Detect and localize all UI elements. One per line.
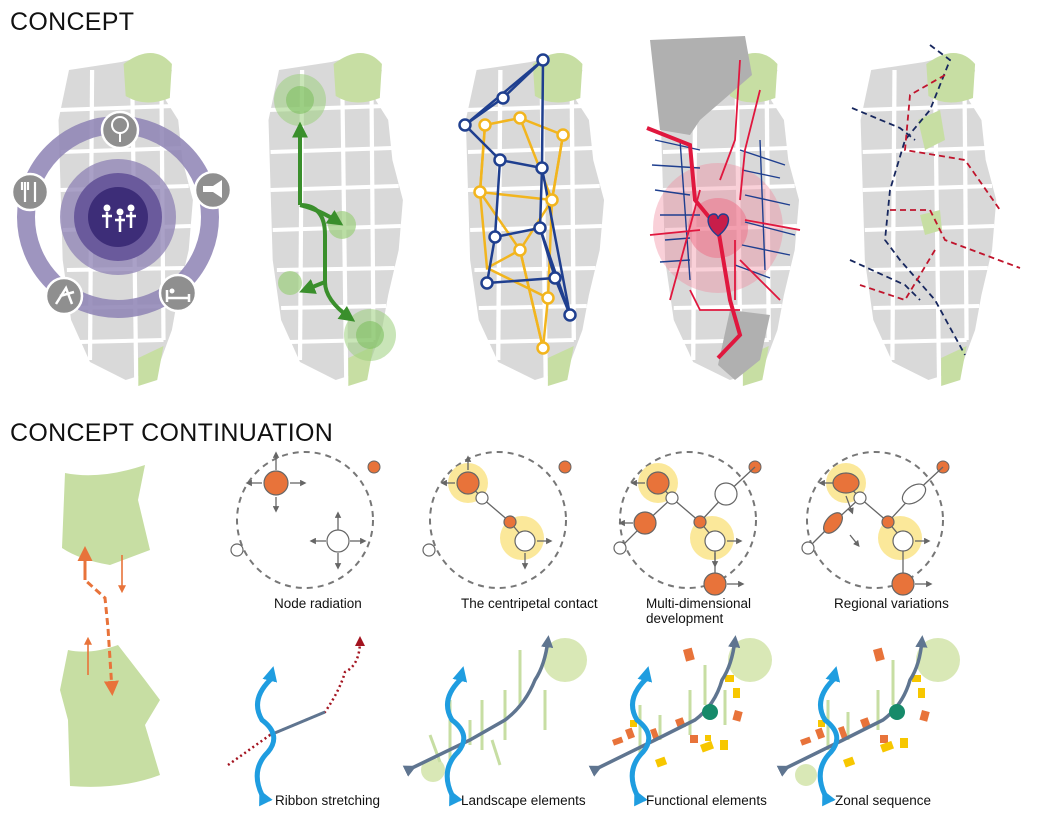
activity-icon (44, 276, 84, 316)
concept-map-road-heart (646, 36, 800, 386)
tree-icon (100, 110, 140, 150)
concept-map-service-ring (10, 53, 233, 386)
caption-node-radiation: Node radiation (274, 596, 362, 611)
diagram-functional-elements (588, 635, 772, 807)
heart-icon (707, 213, 730, 237)
caption-multi-dimensional: Multi-dimensional development (646, 596, 751, 626)
concept-map-dashed-routes (849, 44, 1021, 386)
heading-concept: CONCEPT (10, 8, 135, 36)
diagram-centripetal-contact (422, 451, 572, 589)
diagram-node-radiation (230, 451, 381, 589)
diagram-landscape-elements (402, 635, 587, 807)
caption-functional-elements: Functional elements (646, 793, 767, 808)
concept-map-green-route (269, 53, 403, 386)
caption-centripetal-contact: The centripetal contact (461, 596, 598, 611)
caption-multi-line1: Multi-dimensional (646, 596, 752, 611)
concept-map-node-network (458, 53, 605, 386)
caption-multi-line2: development (646, 611, 724, 626)
diagram-zonal-sequence (776, 635, 960, 807)
continuation-green-link (60, 465, 160, 787)
bed-icon (158, 273, 198, 313)
diagram-regional-variations (801, 451, 950, 596)
diagram-ribbon-stretching (227, 636, 365, 807)
caption-zonal-sequence: Zonal sequence (835, 793, 932, 808)
megaphone-icon (193, 170, 233, 210)
caption-landscape-elements: Landscape elements (461, 793, 586, 808)
caption-regional-variations: Regional variations (834, 596, 949, 611)
people-icon (102, 204, 136, 232)
cutlery-icon (10, 172, 50, 212)
heading-concept-continuation: CONCEPT CONTINUATION (10, 419, 334, 447)
diagram-multi-dimensional (613, 451, 762, 596)
caption-ribbon-stretching: Ribbon stretching (275, 793, 381, 808)
